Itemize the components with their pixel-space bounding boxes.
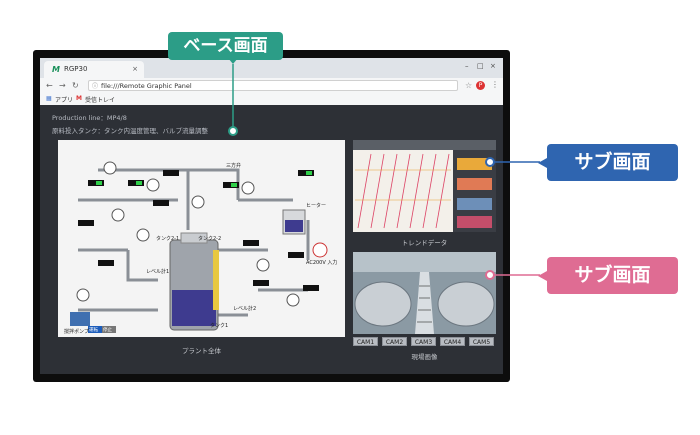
- close-window-icon[interactable]: ×: [490, 62, 496, 70]
- cam3-button[interactable]: CAM3: [411, 337, 436, 346]
- bookmark-apps[interactable]: アプリ: [55, 97, 74, 104]
- plant-diagram-graphic: [70, 161, 328, 333]
- heater-label: ヒーター: [306, 203, 327, 209]
- address-bar: ← → ↻ ⓘ file:///Remote Graphic Panel ☆ P…: [40, 78, 503, 94]
- plant-diagram[interactable]: タンク2-1 タンク2-2 タンク1 レベル計1 レベル計2 撹拌ポンプ 運転 …: [58, 140, 345, 337]
- ac-input-label: AC200V 入力: [306, 260, 338, 266]
- minimize-icon[interactable]: –: [465, 62, 469, 70]
- panel-subtitle: 原料投入タンク：タンク内温度管理、バルブ流量調整: [52, 127, 208, 135]
- trend-panel[interactable]: [353, 140, 496, 232]
- camera-view[interactable]: [353, 252, 496, 334]
- maximize-icon[interactable]: □: [477, 62, 484, 70]
- sub-screen-callout-2: サブ画面: [547, 257, 678, 294]
- back-icon[interactable]: ←: [46, 81, 53, 90]
- base-callout-pointer: [228, 58, 238, 64]
- url-text: file:///Remote Graphic Panel: [101, 82, 192, 90]
- base-screen-callout: ベース画面: [168, 32, 283, 60]
- cam2-button[interactable]: CAM2: [382, 337, 407, 346]
- cam4-button[interactable]: CAM4: [440, 337, 465, 346]
- panel-content: Production line：MP4/8 原料投入タンク：タンク内温度管理、バ…: [40, 105, 503, 374]
- sub-screen-callout-1: サブ画面: [547, 144, 678, 181]
- cam5-button[interactable]: CAM5: [469, 337, 494, 346]
- run-button[interactable]: 運転: [89, 328, 98, 333]
- three-way-valve-label: 三方弁: [226, 163, 242, 169]
- url-input[interactable]: ⓘ file:///Remote Graphic Panel: [88, 80, 458, 91]
- tab-title: RGP30: [64, 65, 88, 73]
- stop-button[interactable]: 停止: [103, 328, 112, 333]
- trend-caption: トレンドデータ: [401, 239, 448, 247]
- camera-image: [353, 252, 496, 334]
- tab-bar: M RGP30 × – □ ×: [40, 58, 503, 78]
- reload-icon[interactable]: ↻: [72, 81, 79, 90]
- tank22-label: タンク2-2: [198, 236, 222, 242]
- forward-icon[interactable]: →: [59, 81, 66, 90]
- apps-icon[interactable]: ▦: [46, 95, 52, 102]
- gmail-icon[interactable]: M: [76, 95, 82, 102]
- tank1-label: タンク1: [210, 323, 229, 329]
- level2-label: レベル計2: [233, 306, 257, 312]
- app-logo-icon: M: [52, 65, 60, 74]
- bookmark-star-icon[interactable]: ☆: [465, 81, 473, 90]
- sub2-callout-pointer: [538, 271, 547, 281]
- tank21-label: タンク2-1: [156, 236, 180, 242]
- cam1-button[interactable]: CAM1: [353, 337, 378, 346]
- camera-caption: 現場画像: [411, 353, 438, 361]
- production-line-label: Production line：MP4/8: [52, 114, 127, 122]
- browser-tab[interactable]: M RGP30 ×: [44, 61, 144, 78]
- plant-caption: プラント全体: [182, 347, 221, 355]
- trend-graphic: [353, 140, 496, 232]
- level1-label: レベル計1: [146, 269, 170, 275]
- menu-icon[interactable]: ⋮: [491, 80, 499, 89]
- info-icon: ⓘ: [92, 83, 99, 90]
- pinterest-icon[interactable]: P: [476, 81, 485, 90]
- close-tab-icon[interactable]: ×: [132, 65, 138, 73]
- sub1-callout-pointer: [538, 158, 547, 168]
- browser-window: M RGP30 × – □ × ← → ↻ ⓘ file:///Remote G…: [40, 58, 503, 374]
- pump-label: 撹拌ポンプ: [64, 329, 89, 335]
- bookmark-inbox[interactable]: 受信トレイ: [85, 97, 116, 104]
